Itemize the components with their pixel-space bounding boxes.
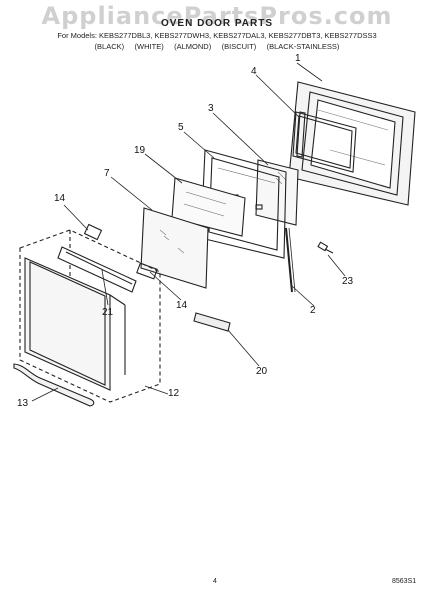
top-channel	[57, 246, 137, 293]
bracket-left	[83, 223, 103, 241]
callout-14-left: 14	[54, 193, 66, 204]
bracket-right	[136, 262, 158, 280]
insulation-panel	[171, 177, 246, 237]
callout-3: 3	[208, 103, 214, 114]
diagram-title: OVEN DOOR PARTS	[160, 18, 274, 29]
callout-2: 2	[310, 305, 316, 316]
hinge-rod	[285, 227, 296, 293]
inner-door-panel	[24, 257, 126, 391]
outer-door-panel	[288, 81, 416, 206]
callout-5: 5	[178, 122, 184, 133]
callout-13: 13	[17, 398, 29, 409]
callout-19: 19	[134, 145, 146, 156]
callout-12: 12	[168, 388, 180, 399]
door-handle	[13, 363, 95, 407]
callout-7: 7	[104, 168, 110, 179]
vent-trim	[193, 312, 231, 332]
page-number: 4	[213, 578, 217, 585]
callout-20: 20	[256, 366, 268, 377]
callout-23: 23	[342, 276, 354, 287]
diagram-code: 8563S1	[392, 578, 417, 585]
inner-glass	[255, 159, 299, 226]
door-glass	[140, 207, 209, 289]
watermark: AppliancePartsPros.com	[41, 2, 393, 30]
colors-line: (BLACK) (WHITE) (ALMOND) (BISCUIT) (BLAC…	[94, 42, 340, 51]
screw	[317, 241, 334, 254]
callout-4: 4	[251, 66, 257, 77]
door-frame	[292, 111, 357, 173]
callout-14-right: 14	[176, 300, 188, 311]
callout-21: 21	[102, 307, 114, 318]
callout-1: 1	[295, 53, 301, 64]
models-line: For Models: KEBS277DBL3, KEBS277DWH3, KE…	[57, 31, 377, 40]
